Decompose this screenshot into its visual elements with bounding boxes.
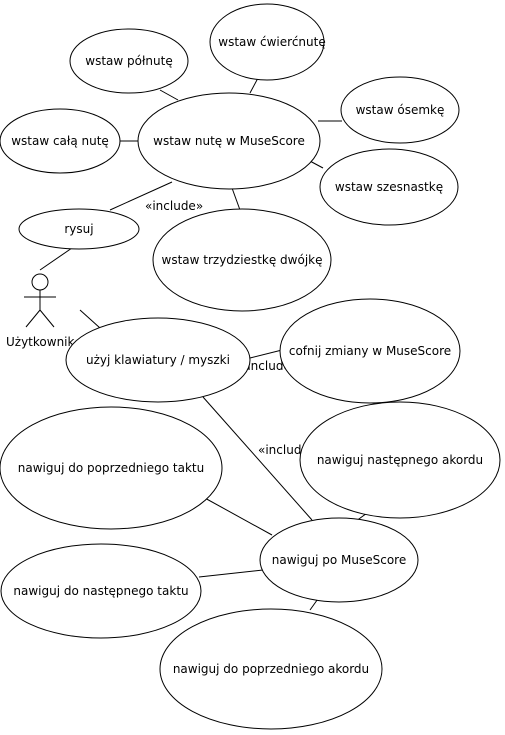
use-case-label: wstaw trzydziestkę dwójkę (162, 253, 323, 267)
edge-poprz-taktu-nawiguj (202, 496, 273, 536)
use-case-nawiguj-nast-akordu[interactable]: nawiguj następnego akordu (299, 401, 501, 519)
edge-actor-rysuj (39, 247, 73, 271)
use-case-wstaw-cala-nute[interactable]: wstaw całą nutę (0, 108, 121, 174)
use-case-label: nawiguj do następnego taktu (13, 584, 188, 598)
use-case-label: wstaw ósemkę (356, 103, 445, 117)
edge-trzydziestka-nuta (231, 187, 241, 211)
use-case-rysuj[interactable]: rysuj (18, 208, 140, 250)
edge-rysuj-nuta (109, 181, 173, 211)
use-case-label: rysuj (64, 222, 93, 236)
actor-left-leg (25, 309, 41, 328)
include-label: «include» (145, 199, 203, 213)
edge-klawiatura-cofnij (249, 349, 283, 359)
use-case-nawiguj-po[interactable]: nawiguj po MuseScore (259, 517, 419, 603)
use-case-label: wstaw szesnastkę (335, 180, 443, 194)
edge-nast-taktu-nawiguj (198, 569, 264, 578)
edge-polnuta-nuta (159, 89, 179, 101)
use-case-label: cofnij zmiany w MuseScore (289, 344, 451, 358)
use-case-wstaw-polnute[interactable]: wstaw półnutę (69, 28, 189, 94)
use-case-label: użyj klawiatury / myszki (86, 353, 230, 367)
use-case-label: nawiguj następnego akordu (317, 453, 483, 467)
use-case-wstaw-trzydziestke[interactable]: wstaw trzydziestkę dwójkę (152, 208, 332, 312)
use-case-cofnij-zmiany[interactable]: cofnij zmiany w MuseScore (279, 298, 461, 404)
use-case-label: wstaw półnutę (85, 54, 172, 68)
use-case-nawiguj-poprz-taktu[interactable]: nawiguj do poprzedniego taktu (0, 406, 223, 530)
use-case-wstaw-osemke[interactable]: wstaw ósemkę (340, 76, 460, 144)
use-case-label: wstaw ćwierćnutę (218, 35, 325, 49)
actor-label: Użytkownik (6, 335, 75, 349)
use-case-nawiguj-nast-taktu[interactable]: nawiguj do następnego taktu (0, 543, 202, 639)
use-case-label: nawiguj do poprzedniego akordu (173, 662, 369, 676)
use-case-label: wstaw całą nutę (11, 134, 109, 148)
use-case-label: wstaw nutę w MuseScore (153, 134, 305, 148)
actor-head (31, 273, 49, 291)
edge-klawiatura-nawiguj (202, 396, 313, 521)
use-case-nawiguj-poprz-akordu[interactable]: nawiguj do poprzedniego akordu (159, 608, 383, 730)
edge-cwiercnuta-nuta (249, 77, 259, 94)
use-case-uzyj-klawiatury[interactable]: użyj klawiatury / myszki (65, 317, 251, 403)
use-case-wstaw-nute[interactable]: wstaw nutę w MuseScore (137, 92, 321, 190)
use-case-label: nawiguj do poprzedniego taktu (18, 461, 204, 475)
actor-right-leg (39, 309, 55, 328)
use-case-wstaw-cwiercnute[interactable]: wstaw ćwierćnutę (209, 3, 326, 81)
use-case-wstaw-szesnastke[interactable]: wstaw szesnastkę (319, 148, 459, 226)
actor-uzytkownik[interactable]: Użytkownik (6, 273, 75, 349)
use-case-label: nawiguj po MuseScore (272, 553, 406, 567)
